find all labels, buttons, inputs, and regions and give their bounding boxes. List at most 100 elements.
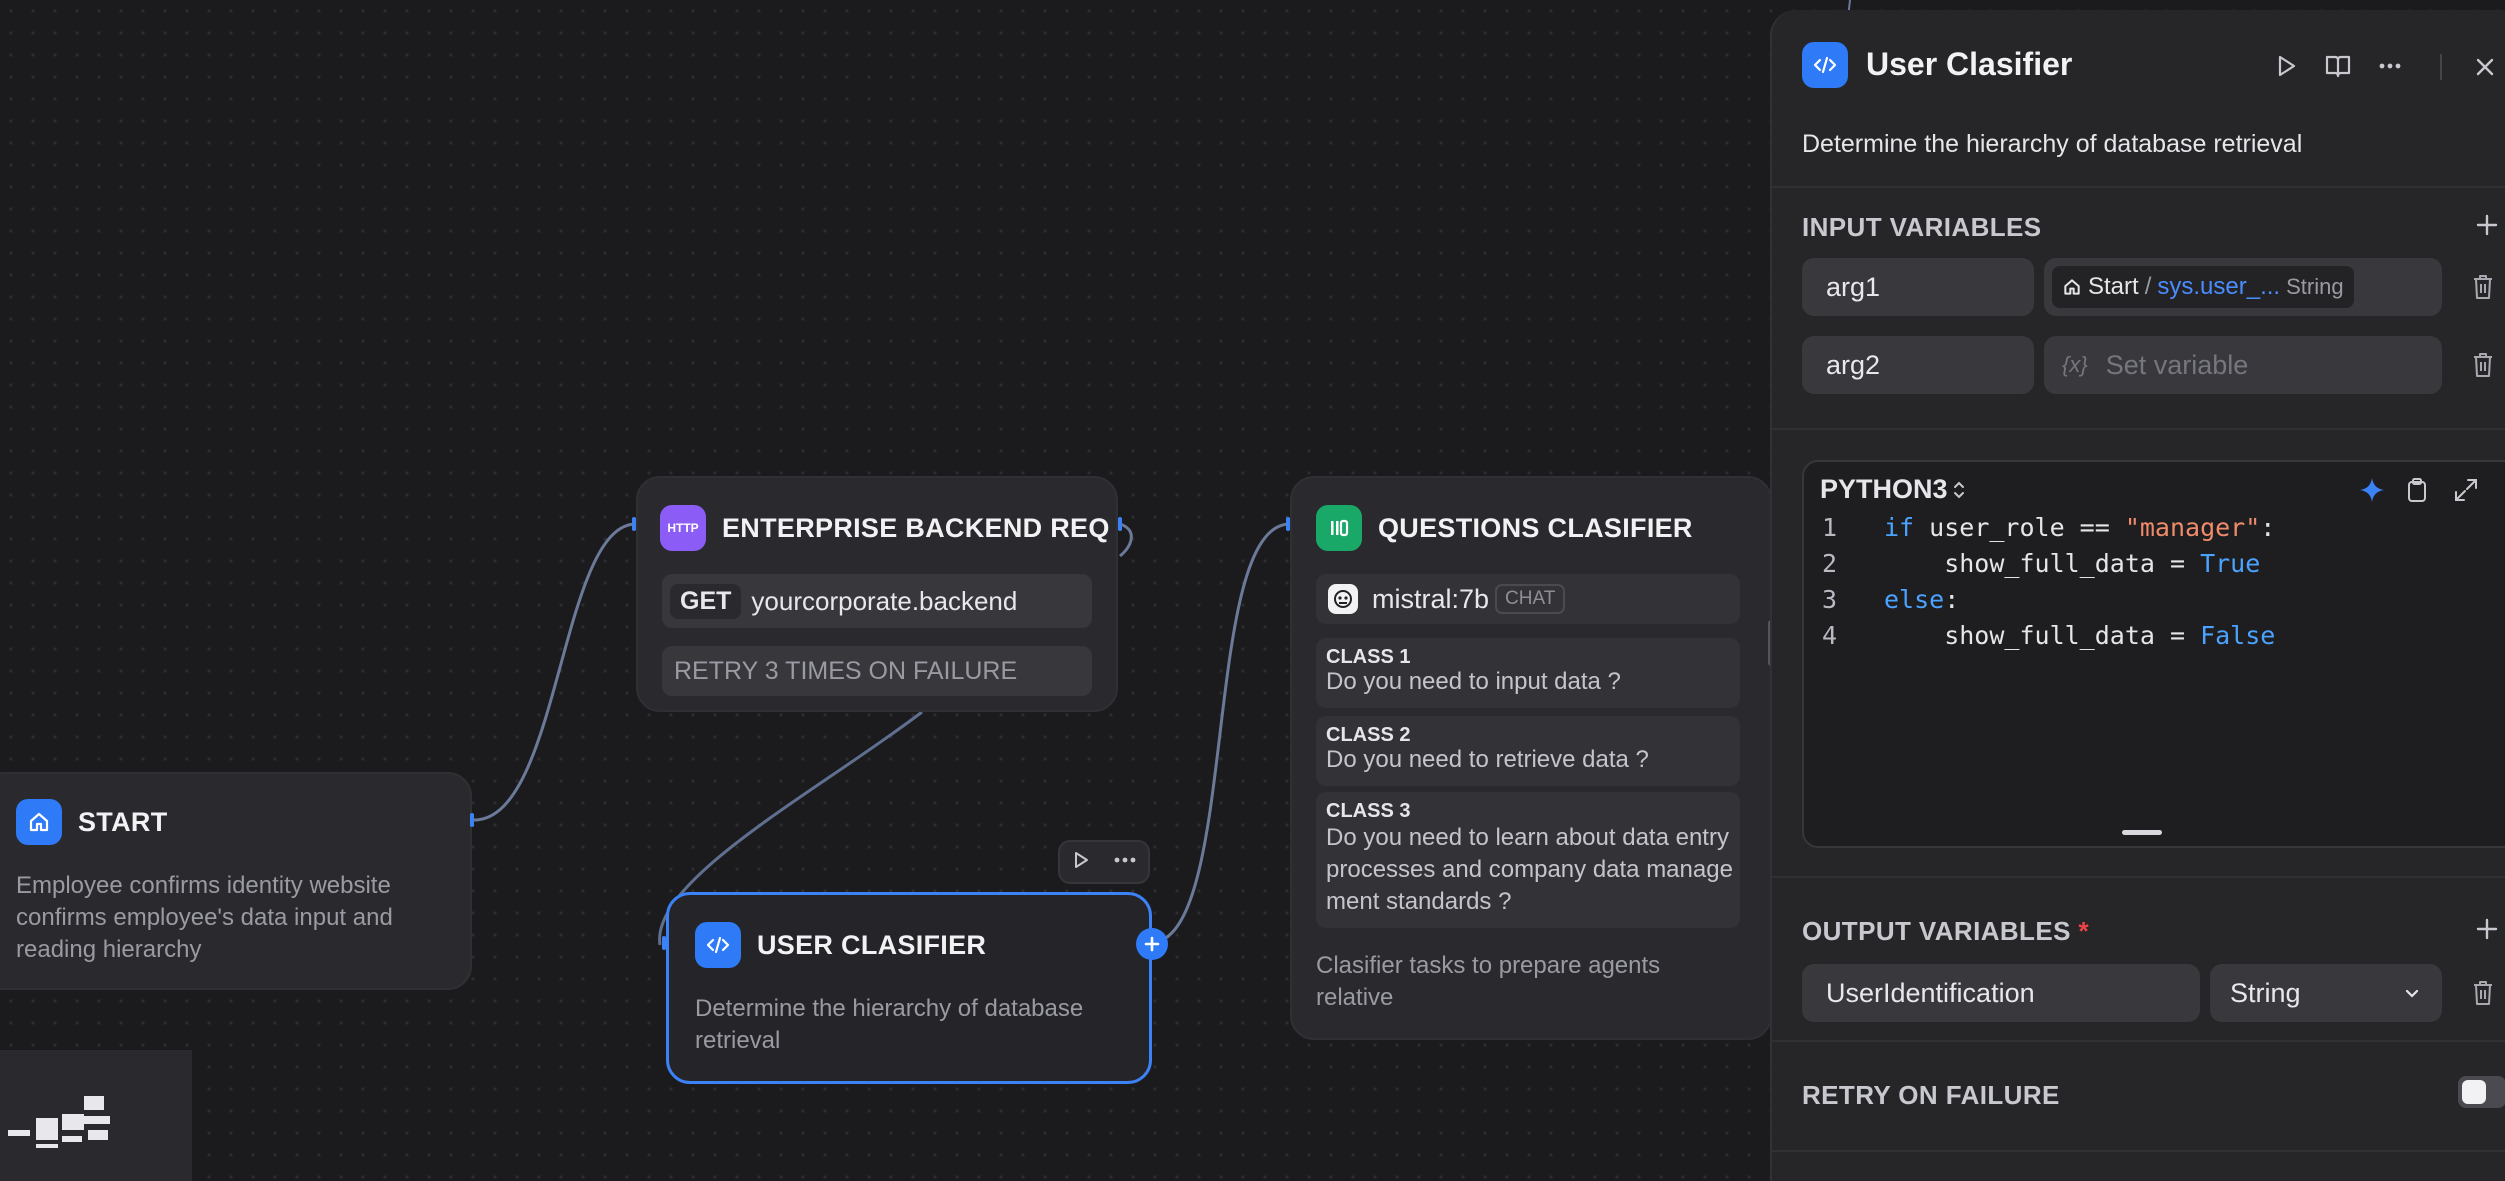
class-item[interactable]: CLASS 2 Do you need to retrieve data ? bbox=[1316, 716, 1740, 786]
retry-toggle[interactable] bbox=[2458, 1076, 2505, 1108]
variable-icon: {x} bbox=[2062, 352, 2088, 377]
http-node-title: ENTERPRISE BACKEND REQ bbox=[722, 512, 1110, 543]
variable-source-chip[interactable]: Start / sys.user_... String bbox=[2052, 266, 2354, 308]
http-request-row[interactable]: GET yourcorporate.backend bbox=[662, 574, 1092, 628]
code-token: if bbox=[1884, 513, 1915, 542]
class-item[interactable]: CLASS 1 Do you need to input data ? bbox=[1316, 638, 1740, 708]
http-icon: HTTP bbox=[660, 505, 706, 551]
add-input-icon[interactable] bbox=[2474, 212, 2500, 243]
code-token: show_full_data = bbox=[1884, 549, 2201, 578]
http-node[interactable]: HTTP ENTERPRISE BACKEND REQ GET yourcorp… bbox=[636, 476, 1118, 712]
code-token: "manager" bbox=[2124, 513, 2261, 542]
trash-icon[interactable] bbox=[2470, 350, 2496, 380]
code-token: else bbox=[1884, 585, 1945, 614]
panel-description[interactable]: Determine the hierarchy of database retr… bbox=[1802, 130, 2303, 158]
source-node: Start bbox=[2088, 273, 2139, 300]
code-token: show_full_data = bbox=[1884, 621, 2201, 650]
http-method-badge: GET bbox=[670, 583, 742, 619]
model-badge: CHAT bbox=[1495, 584, 1566, 614]
code-lines[interactable]: 1 if user_role == "manager": 2 show_full_d… bbox=[1804, 510, 2504, 810]
http-retry-row: RETRY 3 TIMES ON FAILURE bbox=[662, 646, 1092, 696]
code-icon bbox=[1802, 42, 1848, 88]
set-variable-field[interactable]: {x} Set variable bbox=[2044, 336, 2442, 394]
line-number: 3 bbox=[1822, 585, 1838, 614]
code-icon bbox=[695, 922, 741, 968]
more-options-icon[interactable] bbox=[1112, 849, 1138, 876]
code-text: show_full_data = False bbox=[1884, 618, 2275, 654]
section-divider bbox=[1772, 1150, 2505, 1152]
class-item[interactable]: CLASS 3 Do you need to learn about data … bbox=[1316, 792, 1740, 928]
output-variables-label: OUTPUT VARIABLES bbox=[1802, 916, 2071, 946]
edge-user-to-questions bbox=[1149, 522, 1291, 945]
start-node[interactable]: START Employee confirms identity website… bbox=[0, 772, 472, 990]
edge-start-to-http bbox=[473, 522, 637, 822]
code-token: : bbox=[1944, 585, 1960, 614]
questions-node[interactable]: QUESTIONS CLASIFIER mistral:7b CHAT CLAS… bbox=[1290, 476, 1774, 1040]
run-node-icon[interactable] bbox=[1070, 849, 1092, 876]
questions-node-title: QUESTIONS CLASIFIER bbox=[1378, 512, 1693, 543]
start-node-title: START bbox=[78, 806, 168, 837]
class-text: Do you need to learn about data entry pr… bbox=[1326, 824, 1733, 915]
http-input-port[interactable] bbox=[632, 517, 636, 531]
input-name-field[interactable]: arg1 bbox=[1802, 258, 2034, 316]
trash-icon[interactable] bbox=[2470, 978, 2496, 1008]
output-type-select[interactable]: String bbox=[2210, 964, 2442, 1022]
more-options-icon[interactable] bbox=[2376, 52, 2404, 85]
line-number: 2 bbox=[1822, 549, 1838, 578]
code-token: user_role == bbox=[1914, 513, 2125, 542]
code-language: PYTHON3 bbox=[1820, 474, 1948, 504]
path-separator: / bbox=[2144, 273, 2152, 300]
output-name: UserIdentification bbox=[1826, 977, 2035, 1008]
ai-sparkle-icon[interactable] bbox=[2358, 476, 2386, 509]
http-output-port[interactable] bbox=[1118, 517, 1122, 531]
user-clasifier-node[interactable]: USER CLASIFIER Determine the hierarchy o… bbox=[666, 892, 1152, 1084]
code-token: True bbox=[2200, 549, 2261, 578]
input-source-field[interactable]: Start / sys.user_... String bbox=[2044, 258, 2442, 316]
add-node-button[interactable] bbox=[1136, 928, 1168, 960]
code-text: else: bbox=[1884, 582, 1959, 618]
language-selector[interactable]: PYTHON3 bbox=[1820, 474, 1966, 505]
close-icon[interactable] bbox=[2472, 54, 2498, 85]
code-editor[interactable]: PYTHON3 1 if user_role == "manager": 2 sho… bbox=[1802, 460, 2505, 848]
output-type: String bbox=[2230, 977, 2301, 1008]
line-number: 1 bbox=[1822, 513, 1838, 542]
user-input-port[interactable] bbox=[662, 936, 666, 950]
class-text: Do you need to input data ? bbox=[1326, 668, 1621, 695]
toggle-knob bbox=[2462, 1080, 2486, 1104]
add-output-icon[interactable] bbox=[2474, 916, 2500, 947]
panel-title[interactable]: User Clasifier bbox=[1866, 46, 2073, 82]
node-toolbar bbox=[1058, 840, 1150, 884]
trash-icon[interactable] bbox=[2470, 272, 2496, 302]
input-name-field[interactable]: arg2 bbox=[1802, 336, 2034, 394]
start-output-port[interactable] bbox=[470, 813, 474, 827]
section-divider bbox=[1772, 186, 2505, 188]
run-icon[interactable] bbox=[2272, 52, 2300, 85]
user-clasifier-node-title: USER CLASIFIER bbox=[757, 929, 987, 960]
source-var: sys.user_... bbox=[2157, 273, 2281, 300]
class-label: CLASS 1 bbox=[1326, 646, 1411, 668]
home-icon bbox=[2064, 279, 2080, 295]
book-icon[interactable] bbox=[2324, 52, 2352, 85]
copy-icon[interactable] bbox=[2404, 476, 2430, 509]
output-name-field[interactable]: UserIdentification bbox=[1802, 964, 2200, 1022]
input-name: arg2 bbox=[1826, 349, 1881, 380]
code-token: False bbox=[2200, 621, 2276, 650]
start-node-description: Employee confirms identity website confi… bbox=[16, 872, 393, 963]
questions-input-port[interactable] bbox=[1286, 517, 1290, 531]
retry-title: RETRY ON FAILURE bbox=[1802, 1080, 2060, 1110]
node-settings-panel: User Clasifier Determine the hierarchy o… bbox=[1770, 10, 2505, 1181]
toolbar-divider bbox=[2440, 54, 2442, 80]
section-divider bbox=[1772, 428, 2505, 430]
minimap-preview bbox=[8, 1096, 110, 1148]
expand-icon[interactable] bbox=[2452, 476, 2480, 509]
resize-handle[interactable] bbox=[2122, 830, 2162, 835]
required-mark: * bbox=[2078, 916, 2089, 946]
class-text: Do you need to retrieve data ? bbox=[1326, 746, 1649, 773]
code-token: : bbox=[2260, 513, 2276, 542]
minimap[interactable] bbox=[0, 1050, 192, 1181]
source-type: String bbox=[2286, 274, 2344, 299]
home-icon bbox=[16, 799, 62, 845]
model-selector[interactable]: mistral:7b CHAT bbox=[1316, 574, 1740, 624]
line-number: 4 bbox=[1822, 621, 1838, 650]
http-url: yourcorporate.backend bbox=[751, 585, 1018, 616]
